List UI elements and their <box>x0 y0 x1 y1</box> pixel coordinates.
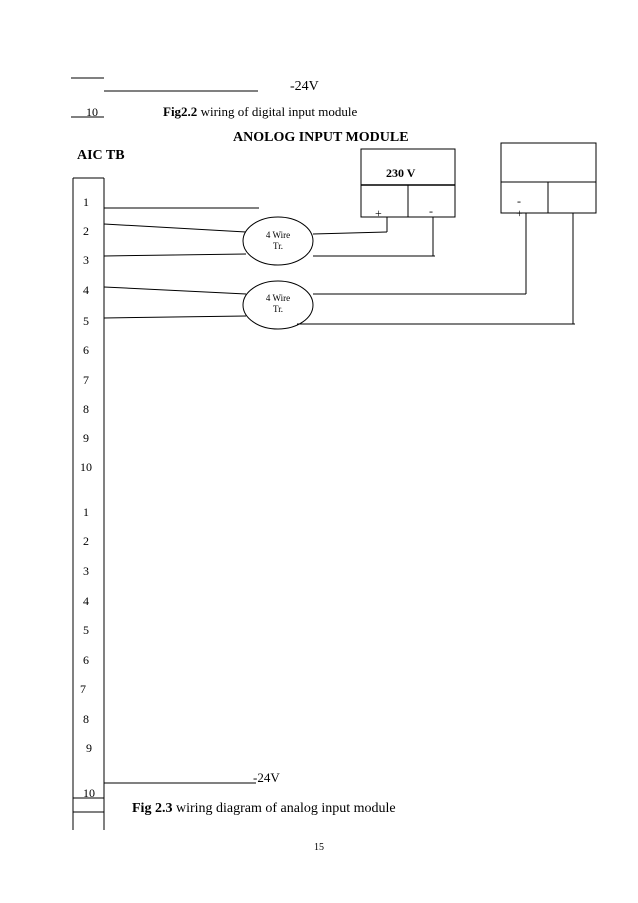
terminal-row-number: 9 <box>86 741 92 755</box>
supply-minus-label: - <box>429 204 433 218</box>
previous-supply-label: -24V <box>290 79 319 94</box>
terminal-row-number: 10 <box>83 786 95 800</box>
terminal-row-number: 1 <box>83 505 89 519</box>
terminal-row-number: 2 <box>83 224 89 238</box>
terminal-row-number: 6 <box>83 653 89 667</box>
terminal-row-number: 7 <box>83 373 89 387</box>
terminal-row-number: 6 <box>83 343 89 357</box>
supply-plus-label: + <box>375 206 382 220</box>
terminal-row-number: 5 <box>83 623 89 637</box>
terminal-row-number: 10 <box>80 460 92 474</box>
terminal-row-number: 4 <box>83 594 89 608</box>
transmitter-2-line1: 4 Wire <box>265 293 291 303</box>
transmitter-2-label: 4 Wire Tr. <box>248 294 308 314</box>
right-box-plus-label: + <box>516 206 523 220</box>
caption-number: Fig 2.3 <box>132 801 173 816</box>
previous-caption-text: wiring of digital input module <box>197 104 358 119</box>
terminal-row-number: 2 <box>83 534 89 548</box>
terminal-row-number: 9 <box>83 431 89 445</box>
bottom-supply-label: -24V <box>253 770 280 785</box>
terminal-row-number: 3 <box>83 253 89 267</box>
terminal-row-number: 3 <box>83 564 89 578</box>
transmitter-1-label: 4 Wire Tr. <box>248 231 308 251</box>
terminal-block-label: AIC TB <box>77 148 125 163</box>
transmitter-2-line2: Tr. <box>273 304 283 314</box>
supply-voltage-label: 230 V <box>386 166 416 180</box>
previous-row-label: 10 <box>86 105 98 119</box>
terminal-row-number: 5 <box>83 314 89 328</box>
terminal-row-number: 1 <box>83 195 89 209</box>
diagram-title: ANOLOG INPUT MODULE <box>233 130 409 145</box>
terminal-row-number: 4 <box>83 283 89 297</box>
transmitter-1-line1: 4 Wire <box>265 230 291 240</box>
previous-figure-caption: Fig2.2 wiring of digital input module <box>163 105 357 118</box>
transmitter-1-line2: Tr. <box>273 241 283 251</box>
terminal-row-number: 7 <box>80 682 86 696</box>
previous-caption-number: Fig2.2 <box>163 104 198 119</box>
figure-caption: Fig 2.3 wiring diagram of analog input m… <box>132 802 396 816</box>
terminal-row-number: 8 <box>83 402 89 416</box>
right-box-minus-label: - <box>517 194 521 208</box>
caption-text: wiring diagram of analog input module <box>172 801 396 816</box>
terminal-row-number: 8 <box>83 712 89 726</box>
page-number: 15 <box>314 842 324 853</box>
